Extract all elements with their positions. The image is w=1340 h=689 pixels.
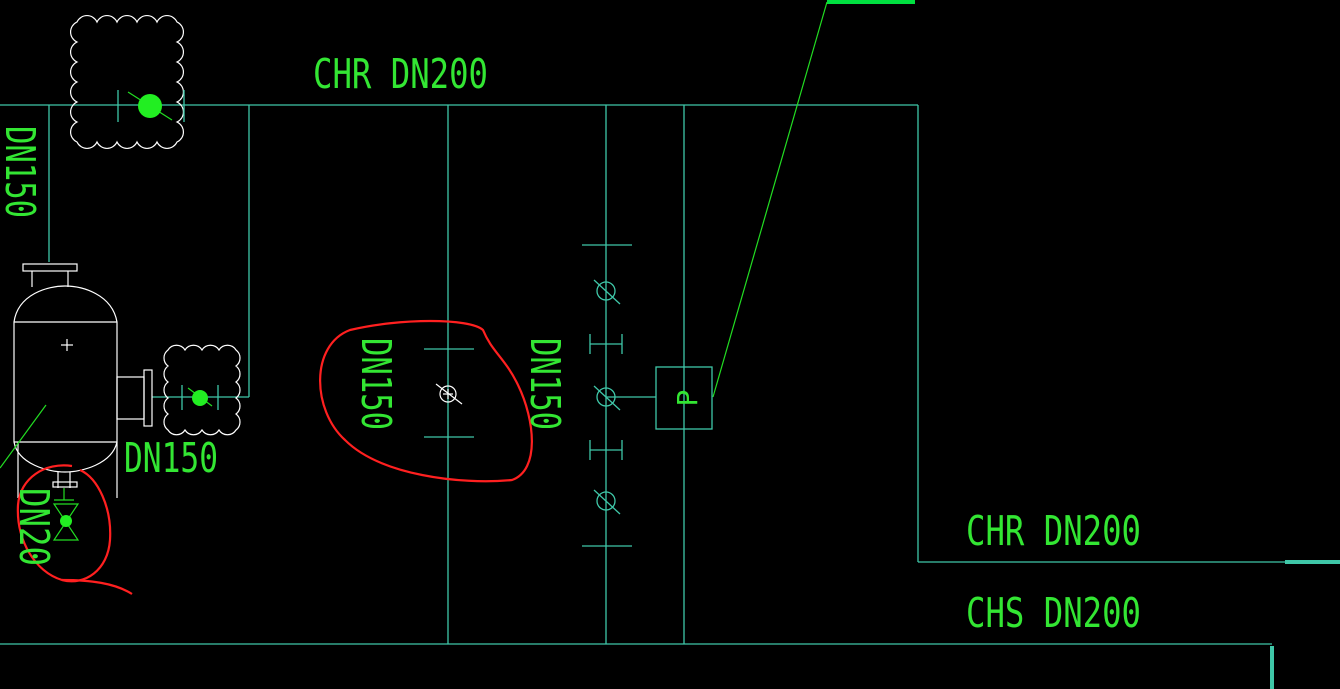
vertical-tank-icon (13, 285, 118, 473)
butterfly-valve-icon[interactable] (593, 385, 621, 411)
revision-cloud-small[interactable] (163, 344, 241, 436)
dn20-drain-label: DN20 (10, 488, 58, 566)
revision-cloud-top[interactable] (69, 14, 185, 150)
tank-side-nozzle (116, 376, 145, 420)
butterfly-valve-icon[interactable] (117, 90, 185, 122)
chs-right-label: CHS DN200 (966, 589, 1141, 637)
drain-valve[interactable] (52, 488, 80, 541)
pump-box[interactable]: P (655, 366, 713, 430)
pump-box-frame (655, 366, 713, 430)
red-markup-ellipse-drain (16, 464, 133, 595)
branch-2-fittings[interactable] (582, 244, 632, 547)
revision-cloud-icon (163, 344, 241, 436)
vertical-tank[interactable] (0, 263, 153, 498)
leader-line (712, 1, 828, 398)
check-valve-icon[interactable] (589, 440, 623, 460)
chr-right-label: CHR DN200 (966, 507, 1141, 555)
butterfly-valve-icon[interactable] (593, 279, 621, 305)
strainer-icon[interactable] (181, 385, 219, 410)
butterfly-valve-icon[interactable] (593, 489, 621, 515)
dn150-mid-right-label: DN150 (521, 338, 569, 430)
dn150-mid-left-label: DN150 (352, 338, 400, 430)
branch-1-fittings[interactable] (424, 348, 474, 438)
check-valve-icon[interactable] (589, 334, 623, 354)
revision-cloud-icon (69, 14, 185, 150)
dn150-tank-label: DN150 (124, 434, 218, 482)
drain-valve-icon (52, 503, 80, 541)
pump-tag-label: P (671, 390, 704, 407)
dn150-left-label: DN150 (0, 126, 44, 218)
red-markup-ellipse-center (319, 319, 533, 483)
pressure-gauge-icon[interactable] (435, 383, 463, 405)
chr-top-label: CHR DN200 (313, 50, 488, 98)
tank-top-flange (22, 263, 78, 272)
